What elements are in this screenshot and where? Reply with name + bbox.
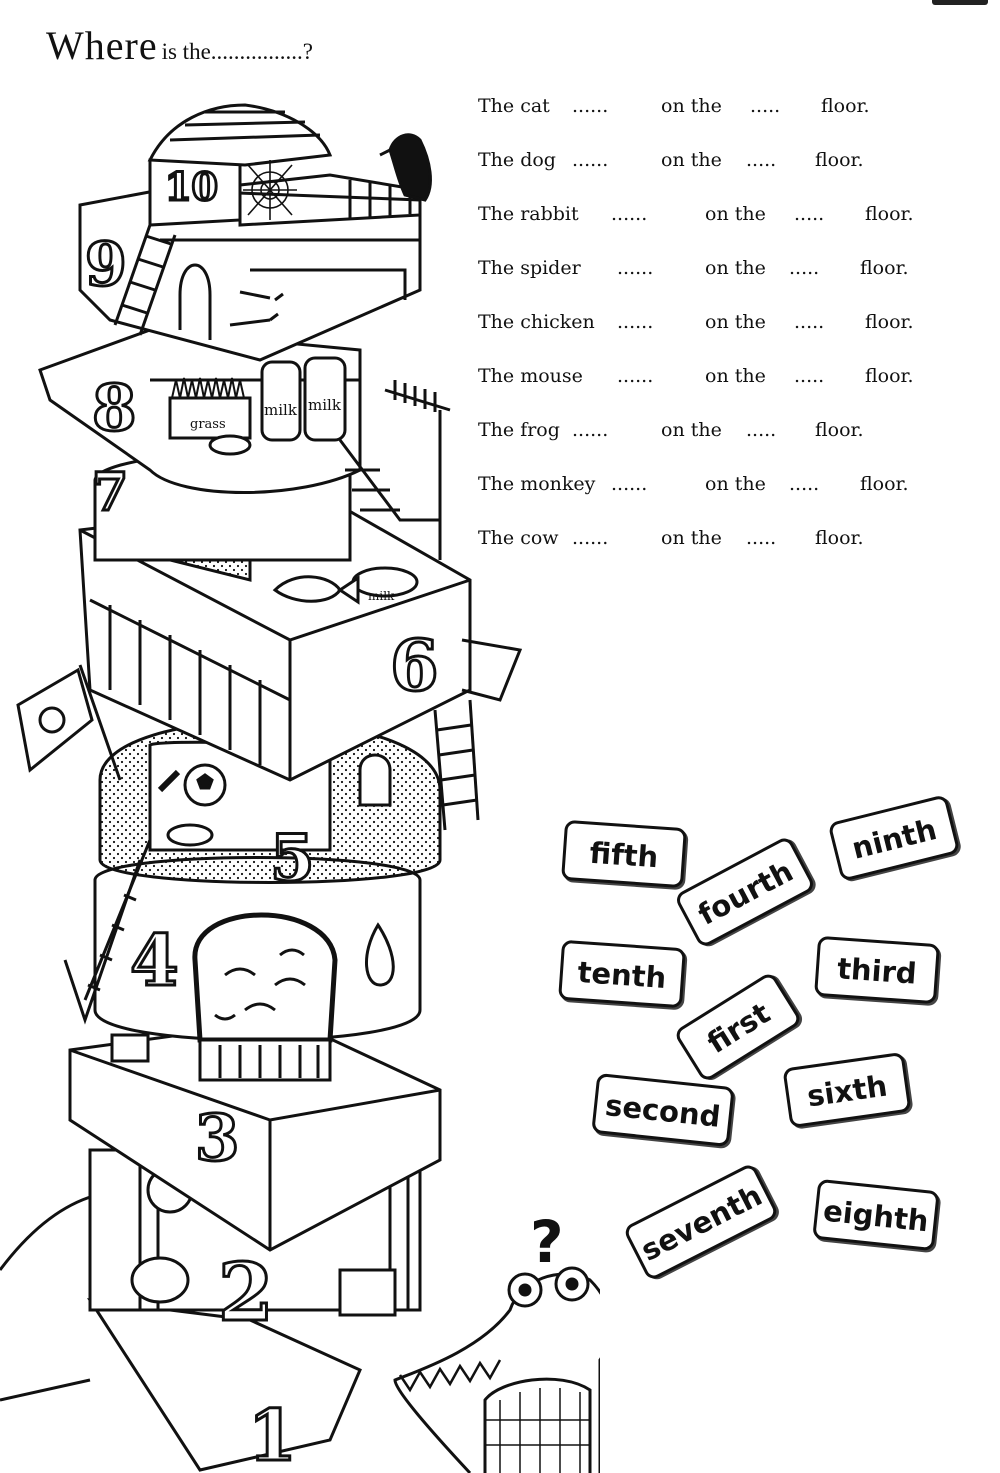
word-card-ninth[interactable]: ninth [827, 794, 961, 882]
bowl-milk-label: milk [368, 589, 395, 603]
question-mark: ? [530, 1208, 564, 1276]
floor-number-3: 3 [195, 1101, 240, 1176]
pet-collar-icon [208, 434, 252, 456]
sentence-spider: The spider ...... on the ..... floor. [478, 257, 909, 279]
sentence-frog: The frog ...... on the ..... floor. [478, 419, 864, 441]
sentence-chicken: The chicken ...... on the ..... floor. [478, 311, 914, 333]
floor-1 [86, 1298, 362, 1472]
crocodile-icon [393, 1266, 600, 1473]
sentence-monkey: The monkey ...... on the ..... floor. [478, 473, 909, 495]
water-drop-icon [364, 922, 395, 987]
floor-number-9: 9 [85, 230, 127, 300]
page-title: Where is the................? [46, 22, 313, 69]
word-card-sixth[interactable]: sixth [782, 1051, 912, 1129]
milk-bottle-icon-1 [260, 360, 302, 442]
title-rest: is the................? [161, 39, 313, 64]
crow-icon [388, 133, 432, 202]
word-card-seventh[interactable]: seventh [622, 1162, 780, 1282]
word-card-eighth[interactable]: eighth [812, 1178, 940, 1252]
antenna [384, 380, 451, 560]
corner-mark [932, 0, 988, 5]
fishbowl-icon [130, 1256, 190, 1304]
milk-bottle-icon-2 [303, 356, 347, 442]
fish-icon [272, 575, 360, 605]
sentence-rabbit: The rabbit ...... on the ..... floor. [478, 203, 914, 225]
sentence-dog: The dog ...... on the ..... floor. [478, 149, 864, 171]
spider-web-icon [243, 160, 297, 220]
floor-number-8: 8 [92, 371, 137, 446]
flag-pole [78, 664, 122, 781]
sentence-mouse: The mouse ...... on the ..... floor. [478, 365, 914, 387]
sentence-cow: The cow ...... on the ..... floor. [478, 527, 864, 549]
word-card-second[interactable]: second [591, 1072, 735, 1148]
dog-collar-icon [166, 823, 214, 847]
floor-number-4: 4 [130, 919, 179, 1002]
svg-text:milk: milk [308, 396, 342, 414]
sentence-cat: The cat ...... on the ..... floor. [478, 95, 870, 117]
word-card-fifth[interactable]: fifth [561, 819, 687, 889]
window-arch [358, 753, 392, 807]
title-main: Where [46, 23, 158, 68]
grass-label: grass [190, 417, 226, 432]
tower-illustration: 1 2 3 4 5 6 milk [0, 103, 600, 1473]
floor-number-1: 1 [248, 1394, 297, 1473]
floor-number-7: 7 [92, 462, 128, 523]
bone-icon [157, 769, 181, 793]
word-card-fourth[interactable]: fourth [673, 834, 817, 950]
floor-number-5: 5 [270, 821, 315, 896]
floor-number-2: 2 [218, 1245, 274, 1339]
word-card-first[interactable]: first [672, 970, 804, 1084]
word-card-third[interactable]: third [814, 935, 940, 1005]
roof [147, 103, 333, 167]
floor-number-10: 10 [165, 164, 218, 209]
word-card-tenth[interactable]: tenth [558, 939, 686, 1009]
floor-number-6: 6 [390, 624, 439, 707]
window-icon [110, 1033, 150, 1063]
banana-basket [192, 912, 338, 1043]
grass-box-icon [168, 396, 252, 440]
box-icon [338, 1268, 397, 1317]
svg-text:milk: milk [264, 401, 298, 419]
